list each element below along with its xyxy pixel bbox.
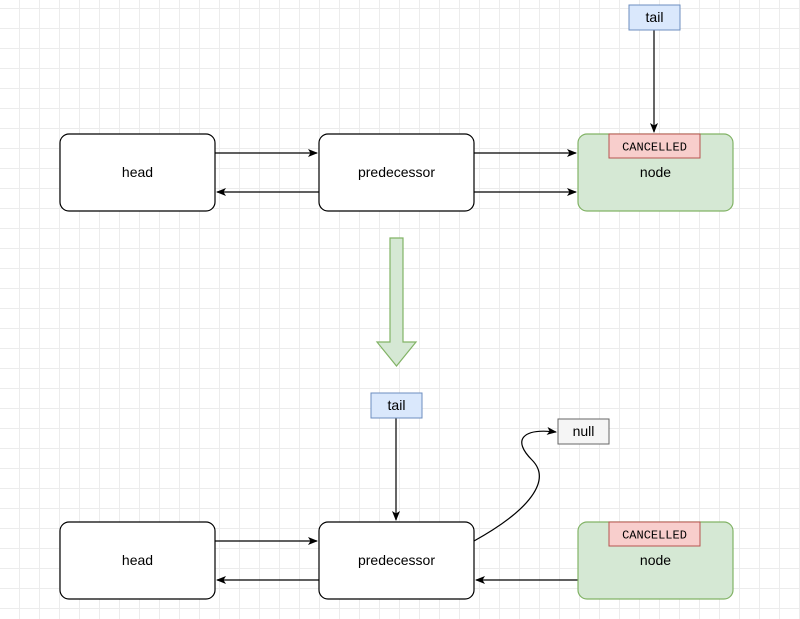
top-tail-box: tail	[628, 4, 681, 31]
bottom-cancelled-label: CANCELLED	[622, 529, 687, 543]
bottom-null-label: null	[573, 423, 595, 439]
top-predecessor-label: predecessor	[358, 164, 435, 180]
transition-down-arrow	[375, 237, 418, 367]
bottom-cancelled-badge: CANCELLED	[608, 521, 701, 547]
top-cancelled-badge: CANCELLED	[608, 133, 701, 159]
top-predecessor-box: predecessor	[318, 133, 475, 212]
bottom-tail-box: tail	[370, 392, 423, 419]
top-head-label: head	[122, 164, 153, 180]
top-head-box: head	[59, 133, 216, 212]
top-cancelled-label: CANCELLED	[622, 141, 687, 155]
bottom-predecessor-label: predecessor	[358, 552, 435, 568]
bottom-null-box: null	[557, 418, 610, 445]
top-diagram: head predecessor node CANCELLED tail	[59, 4, 734, 212]
bottom-predecessor-box: predecessor	[318, 521, 475, 600]
bottom-head-label: head	[122, 552, 153, 568]
top-tail-label: tail	[646, 9, 664, 25]
top-node-label: node	[640, 164, 671, 180]
bottom-diagram: head predecessor node CANCELLED tail nul…	[59, 392, 734, 600]
bottom-node-label: node	[640, 552, 671, 568]
bottom-arrow-predecessor-to-null	[473, 426, 557, 542]
bottom-head-box: head	[59, 521, 216, 600]
bottom-tail-label: tail	[388, 397, 406, 413]
